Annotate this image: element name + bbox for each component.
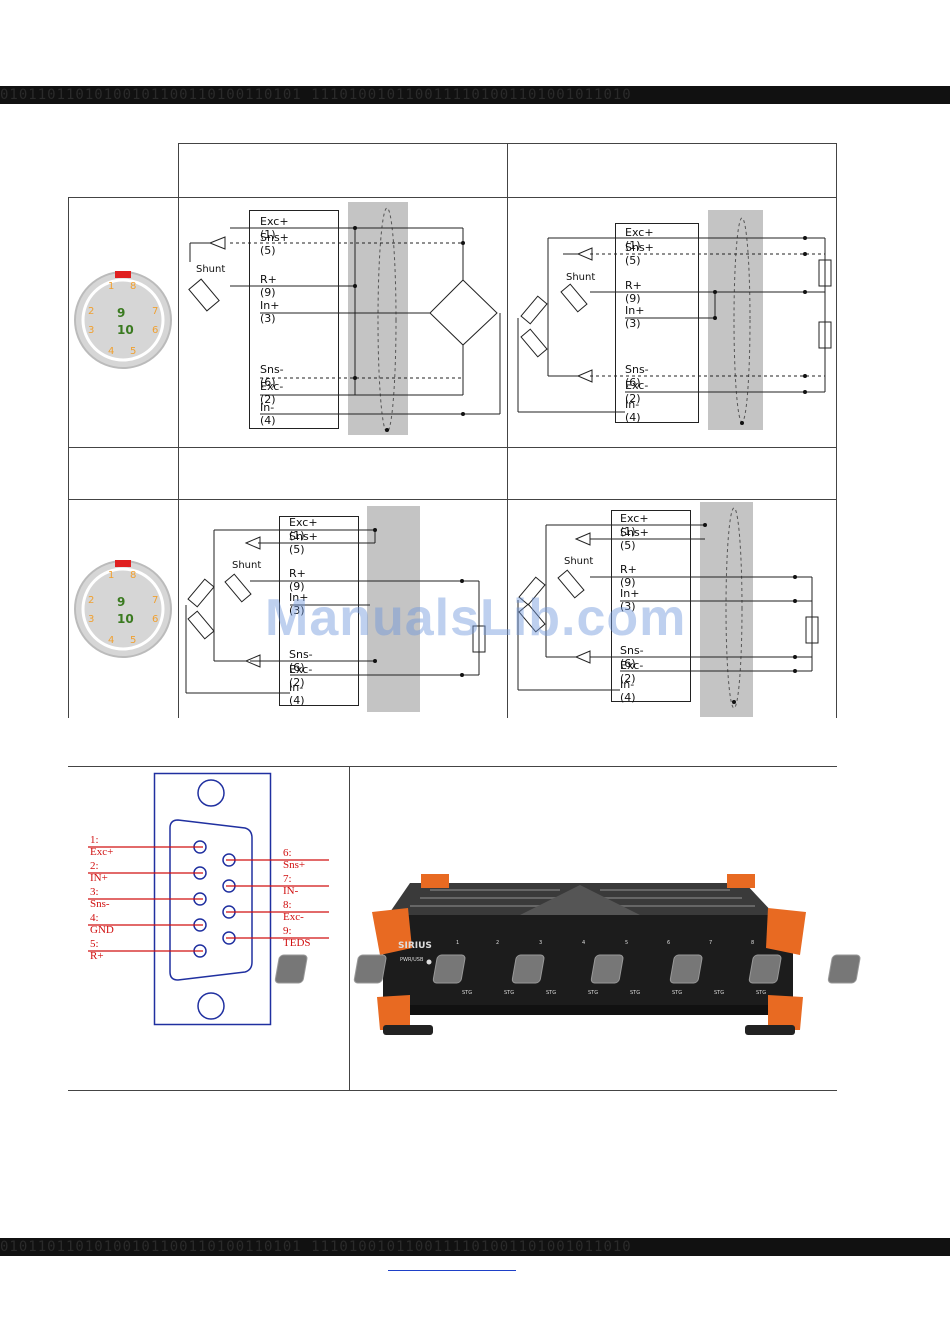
diagram-c-in-minus: In-(4) bbox=[289, 681, 305, 707]
pin-10-label-b: 10 bbox=[117, 612, 134, 626]
diagram-d-in-minus: In-(4) bbox=[620, 678, 636, 704]
wiring-diagram-c bbox=[185, 506, 486, 712]
circular-connector-bottom bbox=[74, 560, 172, 658]
port-3-label: STG bbox=[546, 990, 557, 996]
diagram-b-in-minus: In-(4) bbox=[625, 398, 641, 424]
port-4-label: STG bbox=[588, 990, 599, 996]
footer-link[interactable] bbox=[388, 1256, 516, 1271]
channel-3-label: 3 bbox=[539, 940, 543, 946]
pin-4-label: 4 bbox=[108, 346, 115, 357]
channel-2-label: 2 bbox=[496, 940, 500, 946]
port-5-label: STG bbox=[630, 990, 641, 996]
dsub-pin-6: 6: Sns+ bbox=[283, 847, 306, 871]
diagram-c-sns-minus: Sns-(6) bbox=[289, 648, 313, 674]
diagram-a-sns-plus: Sns+(5) bbox=[260, 231, 289, 257]
diagram-c-shunt: Shunt bbox=[232, 560, 262, 571]
pin-6-label: 6 bbox=[152, 325, 159, 336]
diagram-a-exc-plus: Exc+(1) bbox=[260, 215, 289, 241]
wiring-table-grid bbox=[68, 143, 837, 718]
pin-8-label: 8 bbox=[130, 281, 137, 292]
footer-binary-band: 01011011010100101100110100110101 1110100… bbox=[0, 1238, 950, 1256]
pin-8-label-b: 8 bbox=[130, 570, 137, 581]
diagram-b-r-plus: R+(9) bbox=[625, 279, 642, 305]
diagram-a-in-minus: In-(4) bbox=[260, 401, 276, 427]
diagram-a-r-plus: R+(9) bbox=[260, 273, 277, 299]
pin-10-label: 10 bbox=[117, 323, 134, 337]
dsub-pin-3: 3: Sns- bbox=[90, 886, 110, 910]
diagram-d-exc-minus: Exc-(2) bbox=[620, 659, 644, 685]
channel-6-label: 6 bbox=[667, 940, 671, 946]
diagram-b-exc-minus: Exc-(2) bbox=[625, 379, 649, 405]
diagram-b-shunt: Shunt bbox=[566, 272, 596, 283]
diagram-a-sns-minus: Sns-(6) bbox=[260, 363, 284, 389]
pin-4-label-b: 4 bbox=[108, 635, 115, 646]
watermark: ManualsLib.com bbox=[265, 589, 687, 647]
pin-9-label-b: 9 bbox=[117, 595, 126, 609]
port-2-label: STG bbox=[504, 990, 515, 996]
pin-5-label: 5 bbox=[130, 346, 137, 357]
port-8-label: STG bbox=[756, 990, 767, 996]
pin-9-label: 9 bbox=[117, 306, 126, 320]
dsub-pin-7: 7: IN- bbox=[283, 873, 299, 897]
diagram-c-sns-plus: Sns+(5) bbox=[289, 530, 318, 556]
port-1-label: STG bbox=[462, 990, 473, 996]
pin-2-label-b: 2 bbox=[88, 595, 95, 606]
pin-7-label: 7 bbox=[152, 306, 159, 317]
diagram-a-exc-minus: Exc-(2) bbox=[260, 380, 284, 406]
diagram-a-in-plus: In+(3) bbox=[260, 299, 280, 325]
diagram-b-sns-minus: Sns-(6) bbox=[625, 363, 649, 389]
port-7-label: STG bbox=[714, 990, 725, 996]
diagram-b-in-plus: In+(3) bbox=[625, 304, 645, 330]
diagram-c-exc-plus: Exc+(1) bbox=[289, 516, 318, 542]
diagram-c-exc-minus: Exc-(2) bbox=[289, 663, 313, 689]
dsub-pin-8: 8: Exc- bbox=[283, 899, 304, 923]
lower-table-frame bbox=[68, 766, 837, 1091]
diagram-c-r-plus: R+(9) bbox=[289, 567, 306, 593]
diagram-c-in-plus: In+(3) bbox=[289, 591, 309, 617]
pin-5-label-b: 5 bbox=[130, 635, 137, 646]
diagram-d-shunt: Shunt bbox=[564, 556, 594, 567]
pin-2-label: 2 bbox=[88, 306, 95, 317]
circular-connector-top bbox=[74, 271, 172, 369]
pin-1-label-b: 1 bbox=[108, 570, 115, 581]
pin-3-label: 3 bbox=[88, 325, 95, 336]
channel-1-label: 1 bbox=[456, 940, 460, 946]
header-binary-band: 01011011010100101100110100110101 1110100… bbox=[0, 86, 950, 104]
channel-7-label: 7 bbox=[709, 940, 713, 946]
diagram-d-in-plus: In+(3) bbox=[620, 587, 640, 613]
channel-5-label: 5 bbox=[625, 940, 629, 946]
port-6-label: STG bbox=[672, 990, 683, 996]
pin-6-label-b: 6 bbox=[152, 614, 159, 625]
dsub-pin-4: 4: GND bbox=[90, 912, 114, 936]
device-brand: SIRIUS bbox=[398, 941, 432, 951]
sirius-device-photo bbox=[274, 874, 861, 1035]
diagram-d-sns-plus: Sns+(5) bbox=[620, 526, 649, 552]
dsub-pin-1: 1: Exc+ bbox=[90, 834, 114, 858]
wiring-diagram-a bbox=[188, 202, 501, 435]
channel-4-label: 4 bbox=[582, 940, 586, 946]
pin-1-label: 1 bbox=[108, 281, 115, 292]
pin-7-label-b: 7 bbox=[152, 595, 159, 606]
diagram-d-r-plus: R+(9) bbox=[620, 563, 637, 589]
diagram-d-sns-minus: Sns-(6) bbox=[620, 644, 644, 670]
wiring-diagram-d bbox=[517, 502, 819, 717]
pin-3-label-b: 3 bbox=[88, 614, 95, 625]
diagram-d-exc-plus: Exc+(1) bbox=[620, 512, 649, 538]
dsub-connector bbox=[88, 772, 329, 1026]
device-power-label: PWR/USB bbox=[400, 957, 424, 963]
dsub-pin-5: 5: R+ bbox=[90, 938, 104, 962]
dsub-pin-9: 9: TEDS bbox=[283, 925, 311, 949]
diagram-a-shunt: Shunt bbox=[196, 264, 226, 275]
channel-8-label: 8 bbox=[751, 940, 755, 946]
wiring-diagram-b bbox=[517, 210, 832, 430]
diagram-b-sns-plus: Sns+(5) bbox=[625, 241, 654, 267]
dsub-pin-2: 2: IN+ bbox=[90, 860, 108, 884]
diagram-b-exc-plus: Exc+(1) bbox=[625, 226, 654, 252]
